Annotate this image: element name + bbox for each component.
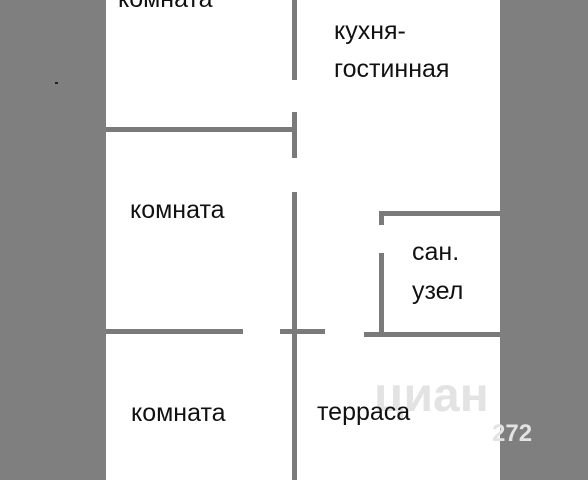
watermark-brand: циан (374, 369, 489, 422)
wall-vertical-upper-mid (292, 112, 297, 158)
room-label-middle-left: комната (130, 196, 225, 224)
wall-horizontal-upper (106, 127, 296, 132)
room-label-kitchen-line2: гостинная (334, 55, 450, 83)
room-label-bathroom-line2: узел (412, 277, 464, 305)
room-label-bathroom-line1: сан. (412, 238, 460, 266)
room-label-bottom-left: комната (131, 399, 226, 427)
wall-bathroom-left-upper (379, 211, 384, 225)
room-label-top-left: комната (118, 0, 213, 14)
watermark-number: 272 (492, 420, 533, 447)
wall-horizontal-lower-left (106, 329, 243, 334)
wall-horizontal-lower-right (364, 332, 500, 337)
stray-mark (55, 82, 58, 84)
room-label-terrace: терраса (317, 398, 411, 426)
wall-vertical-top (292, 0, 297, 80)
wall-horizontal-lower-mid (280, 329, 325, 334)
wall-bathroom-left-lower (379, 253, 384, 334)
wall-vertical-center (292, 192, 297, 480)
room-label-kitchen-line1: кухня- (334, 17, 406, 45)
floor-plan: циан 272 комната кухня- гостинная комнат… (106, 0, 532, 480)
wall-bathroom-top (379, 211, 500, 216)
